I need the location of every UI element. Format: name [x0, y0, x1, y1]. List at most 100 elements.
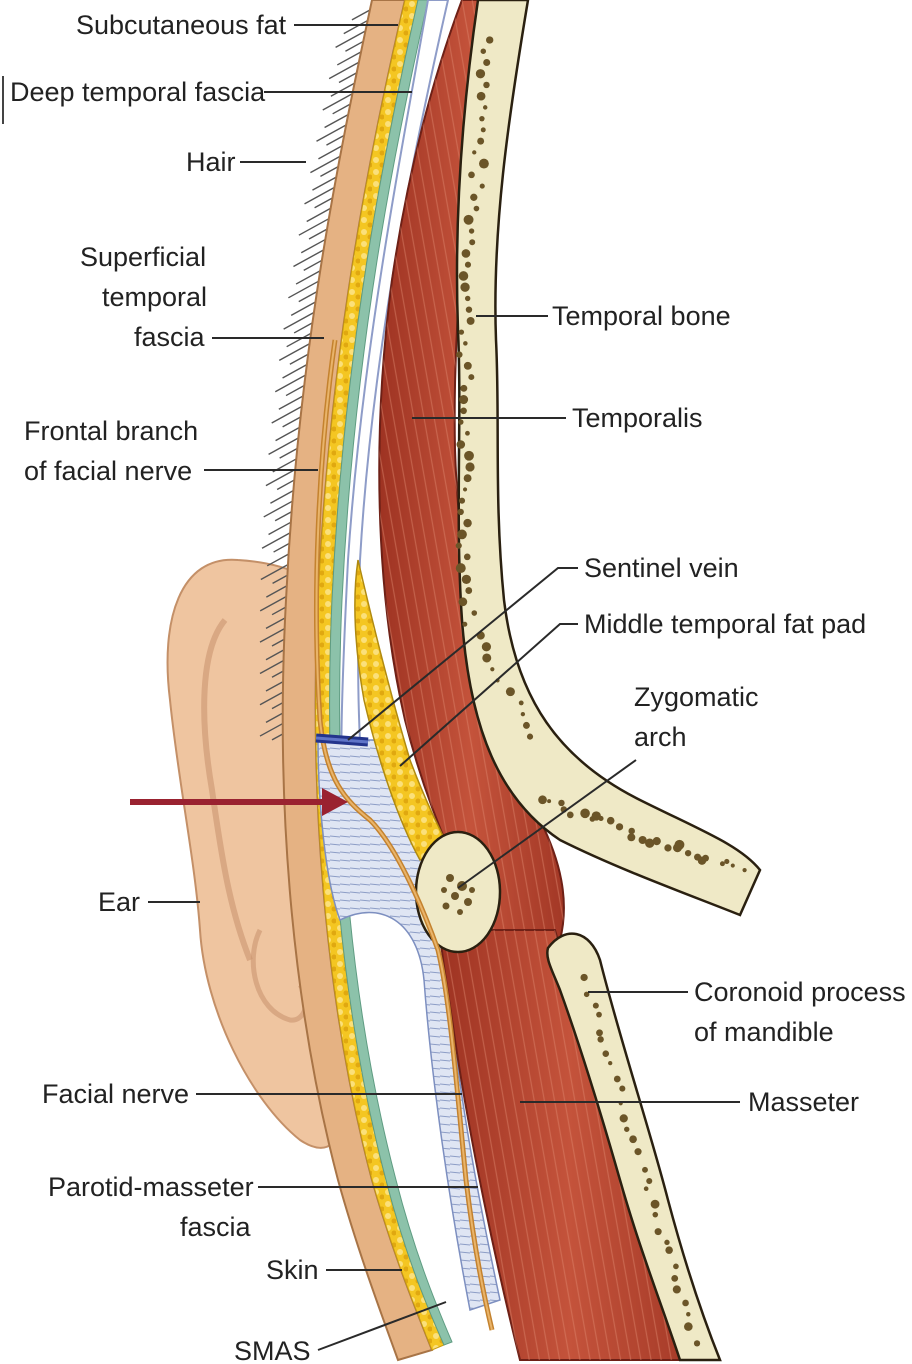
bone-spot	[465, 296, 470, 301]
bone-spot	[580, 974, 587, 981]
bone-spot	[486, 36, 493, 43]
bone-spot	[477, 92, 486, 101]
label-subcutaneous-fat: Subcutaneous fat	[76, 10, 287, 40]
bone-spot	[458, 597, 467, 606]
bone-spot	[481, 127, 486, 132]
bone-spot	[470, 194, 477, 201]
bone-spot	[628, 828, 635, 835]
bone-spot	[467, 317, 475, 325]
bone-spot	[479, 116, 484, 121]
label-superficial-temporal-fascia-1: Superficial	[80, 242, 206, 272]
hair-strand	[320, 167, 338, 177]
bone-spot	[456, 563, 466, 573]
bone-spot	[459, 329, 464, 334]
bone-spot	[634, 1148, 641, 1155]
bone-spot	[456, 440, 465, 449]
bone-spot	[471, 610, 477, 616]
bone-spot	[731, 863, 735, 867]
bone-spot	[481, 49, 486, 54]
label-parotid-masseter-fascia-2: fascia	[180, 1212, 252, 1242]
bone-spot	[490, 667, 494, 671]
bone-spot	[538, 795, 547, 804]
bone-spot	[465, 431, 470, 436]
hair-strand	[310, 156, 340, 173]
hair-strand	[299, 219, 329, 236]
bone-spot	[463, 341, 468, 346]
bone-spot	[460, 283, 469, 292]
bone-spot	[664, 844, 671, 851]
bone-spot	[598, 816, 603, 821]
bone-spot	[458, 419, 463, 424]
bone-spot	[468, 171, 475, 178]
bone-spot	[624, 1127, 629, 1132]
bone-spot	[456, 543, 462, 549]
bone-spot	[684, 1322, 693, 1331]
bone-spot	[464, 474, 472, 482]
bone-spot	[567, 812, 574, 819]
bone-spot	[476, 69, 485, 78]
bone-spot	[580, 809, 590, 819]
label-temporal-bone: Temporal bone	[552, 301, 731, 331]
bone-spot	[629, 1135, 637, 1143]
hair-strand	[305, 187, 335, 204]
label-skin: Skin	[266, 1255, 319, 1285]
bone-spot	[651, 1200, 660, 1209]
bone-spot	[457, 530, 467, 540]
hair-strand	[280, 448, 298, 458]
bone-spot	[482, 653, 491, 662]
bone-spot	[479, 159, 489, 169]
label-middle-temporal-fat-pad: Middle temporal fat pad	[584, 609, 866, 639]
label-zygomatic-arch-2: arch	[634, 722, 687, 752]
bone-spot	[464, 451, 474, 461]
label-masseter: Masseter	[748, 1087, 859, 1117]
hair-strand	[262, 532, 292, 549]
bone-spot	[646, 1178, 652, 1184]
bone-spot	[463, 519, 471, 527]
bone-spot	[724, 859, 729, 864]
bone-spot	[458, 509, 464, 515]
bone-spot	[459, 498, 465, 504]
hair-strand	[266, 469, 296, 486]
hair-strand	[315, 198, 333, 208]
bone-spot	[619, 1086, 625, 1092]
bone-spot	[682, 1300, 689, 1307]
bone-spot	[482, 642, 491, 651]
bone-spot	[456, 351, 462, 357]
bone-spot	[462, 249, 471, 258]
bone-spot	[466, 306, 472, 312]
bone-spot	[675, 840, 685, 850]
bone-spot	[665, 1246, 673, 1254]
temporal-bone	[457, 0, 760, 915]
bone-spot	[742, 868, 746, 872]
bone-spot	[463, 487, 467, 491]
bone-spot	[608, 1061, 612, 1065]
label-coronoid-process-1: Coronoid process	[694, 977, 906, 1007]
bone-spot	[597, 1036, 603, 1042]
bone-spot	[673, 1285, 681, 1293]
bone-spot	[460, 407, 467, 414]
label-frontal-branch-2: of facial nerve	[24, 456, 192, 486]
bone-spot	[464, 554, 471, 561]
hair-strand	[288, 281, 318, 298]
bone-spot	[483, 59, 490, 66]
bone-spot	[627, 833, 635, 841]
bone-spot	[506, 687, 515, 696]
bone-spot	[686, 1312, 690, 1316]
bone-spot	[464, 215, 474, 225]
hair-strand	[275, 375, 305, 392]
bone-spot	[483, 105, 487, 109]
bone-spot	[602, 1050, 609, 1057]
hair-strand	[299, 292, 317, 302]
bone-spot	[465, 262, 471, 268]
hair-strand	[270, 490, 294, 503]
bone-spot	[474, 206, 480, 212]
bone-spot	[614, 1076, 621, 1083]
bone-spot	[521, 712, 525, 716]
bone-spot	[460, 385, 467, 392]
hair-strand	[323, 93, 353, 110]
bone-spot	[685, 850, 691, 856]
label-superficial-temporal-fascia-2: temporal	[102, 282, 207, 312]
hair-strand	[264, 500, 294, 516]
label-superficial-temporal-fascia-3: fascia	[134, 322, 206, 352]
